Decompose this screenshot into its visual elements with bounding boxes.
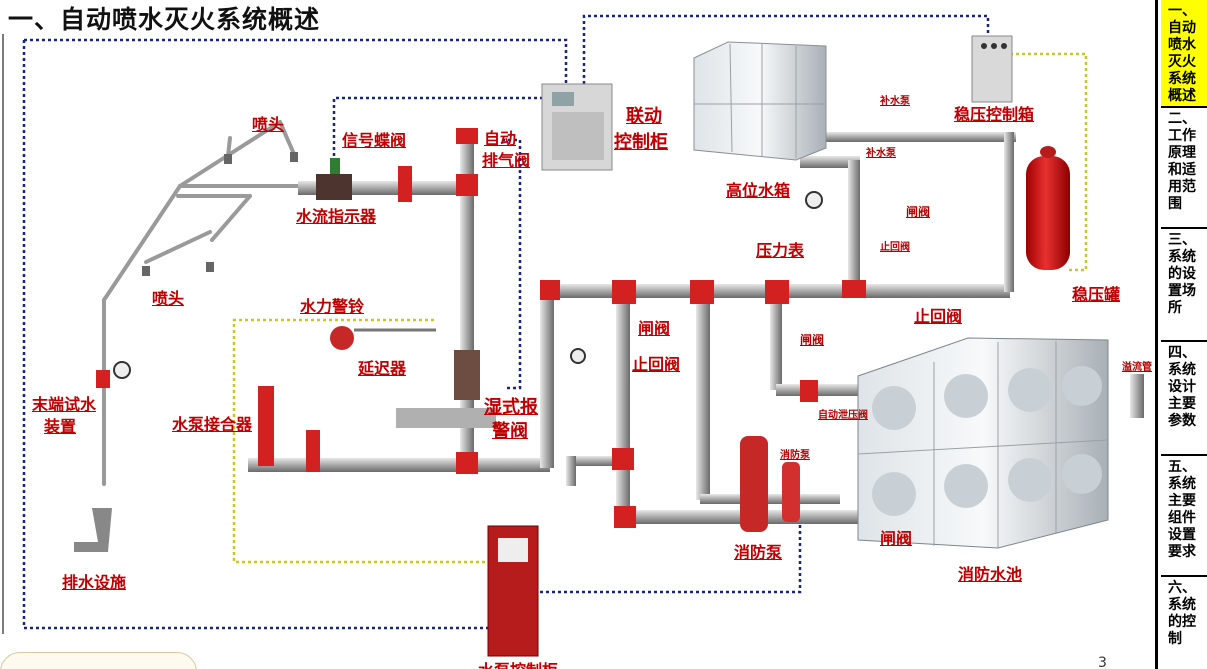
linkage-cabinet (541, 83, 613, 171)
label-linkage-cabinet-1: 联动 (626, 106, 662, 127)
label-makeup-pump-1: 补水泵 (880, 96, 910, 107)
label-linkage-cabinet-2: 控制柜 (614, 132, 668, 153)
water-flow-indicator (316, 174, 352, 200)
label-stabilizer-cabinet: 稳压控制箱 (954, 105, 1035, 124)
label-check-valve-mid: 止回阀 (914, 307, 963, 326)
label-overflow-pipe: 溢流管 (1122, 362, 1152, 373)
label-gate-valve-right: 闸阀 (800, 333, 825, 347)
section-nav: 一、自动喷水灭火系统概述 二、工作原理和适用范围 三、系统的设置场所 四、系统设… (1155, 0, 1207, 669)
label-pump-adapter: 水泵接合器 (172, 415, 253, 434)
red-fittings (96, 128, 866, 528)
drain-pipe (74, 508, 112, 552)
nav-item-overview[interactable]: 一、自动喷水灭火系统概述 (1161, 0, 1207, 108)
stabilizer-tank (1026, 146, 1070, 270)
nav-item-label: 五、系统主要组件设置要求 (1168, 459, 1196, 560)
label-fire-pool: 消防水池 (958, 565, 1023, 584)
wet-alarm-valve (454, 350, 480, 400)
stabilizer-pipe (826, 132, 1016, 142)
pump-control-cabinet (487, 525, 539, 657)
label-check-valve-left: 止回阀 (632, 355, 681, 374)
label-gate-valve-left: 闸阀 (638, 319, 671, 338)
nav-item-label: 二、工作原理和适用范围 (1168, 111, 1196, 212)
label-wet-alarm-valve-2: 警阀 (492, 421, 528, 442)
speech-bubble (0, 652, 197, 669)
label-stabilizer-tank: 稳压罐 (1072, 285, 1121, 304)
label-makeup-pump-2: 补水泵 (866, 148, 896, 159)
power-lines (232, 52, 1088, 564)
label-auto-exhaust-valve-2: 排气阀 (482, 151, 531, 170)
label-sprinkler-head-bottom: 喷头 (152, 289, 185, 308)
label-signal-butterfly-valve: 信号蝶阀 (342, 131, 407, 150)
label-check-valve-small: 止回阀 (880, 242, 910, 253)
slide: 一、自动喷水灭火系统概述 (0, 5, 1152, 669)
high-water-tank (693, 41, 827, 161)
label-gate-valve-small: 闸阀 (906, 205, 931, 219)
label-water-flow-indicator: 水流指示器 (296, 207, 377, 226)
label-auto-pressure-valve: 自动泄压阀 (818, 410, 868, 421)
alarm-bell-icon (330, 326, 354, 350)
page-title: 一、自动喷水灭火系统概述 (8, 5, 321, 34)
fire-pump (740, 436, 800, 532)
nav-item-control[interactable]: 六、系统的控制 (1161, 577, 1207, 669)
label-delay-device: 延迟器 (358, 359, 407, 378)
pressure-gauge-icon (113, 361, 131, 379)
nav-item-label: 六、系统的控制 (1168, 580, 1196, 647)
label-end-test-device-1: 末端试水 (32, 395, 97, 414)
label-wet-alarm-valve-1: 湿式报 (484, 397, 538, 418)
nav-item-design-params[interactable]: 四、系统设计主要参数 (1161, 342, 1207, 456)
label-sprinkler-head-top: 喷头 (252, 115, 285, 134)
left-border (2, 34, 4, 634)
label-gate-valve-bottom: 闸阀 (880, 529, 913, 548)
page-number: 3 (1098, 655, 1107, 669)
nav-item-components[interactable]: 五、系统主要组件设置要求 (1161, 456, 1207, 577)
sprinkler-system-diagram (22, 14, 1144, 657)
main-pipe-bottom (300, 458, 550, 472)
stabilizer-control-box (971, 35, 1013, 103)
pipe-up-to-pump (540, 290, 554, 468)
label-drainage: 排水设施 (62, 573, 127, 592)
signal-lines (22, 14, 990, 630)
nav-item-label: 一、自动喷水灭火系统概述 (1168, 3, 1196, 104)
tank-pipe-h (800, 156, 860, 168)
sprinkler-heads (142, 152, 298, 276)
label-fire-pump-small: 消防泵 (780, 450, 810, 461)
stabilizer-pipe-v (1004, 132, 1014, 292)
label-pressure-gauge: 压力表 (756, 241, 805, 260)
tank-pipe-v (848, 160, 860, 290)
nav-item-locations[interactable]: 三、系统的设置场所 (1161, 229, 1207, 342)
label-end-test-device-2: 装置 (44, 417, 77, 436)
nav-item-label: 三、系统的设置场所 (1168, 232, 1196, 316)
nav-item-principle[interactable]: 二、工作原理和适用范围 (1161, 108, 1207, 229)
label-pump-cabinet: 水泵控制柜 (478, 660, 558, 669)
label-auto-exhaust-valve-1: 自动 (484, 129, 517, 148)
label-fire-pump: 消防泵 (734, 543, 783, 562)
label-high-tank: 高位水箱 (726, 181, 791, 200)
nav-item-label: 四、系统设计主要参数 (1168, 345, 1196, 429)
delay-tray (396, 408, 496, 428)
fire-pool (857, 337, 1109, 549)
label-water-alarm-bell: 水力警铃 (300, 297, 365, 316)
